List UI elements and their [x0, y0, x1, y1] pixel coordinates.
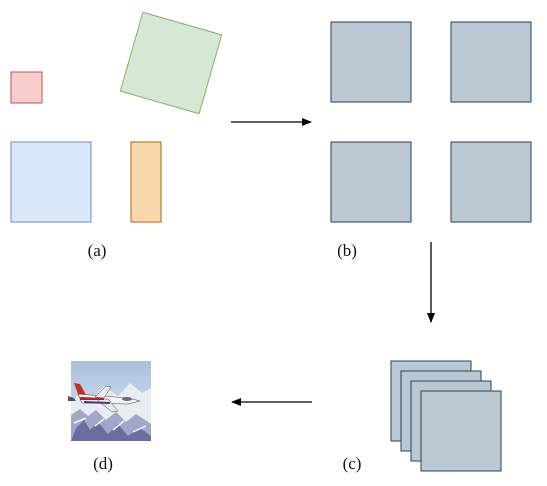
- panel-d-image: [68, 361, 151, 441]
- normalized-square-1: [330, 21, 412, 103]
- panel-a-shapes: [10, 11, 223, 223]
- rotated-green-square: [119, 11, 223, 115]
- stacked-square-4: [420, 390, 502, 472]
- panel-label-a: (a): [88, 241, 107, 260]
- panel-label-c: (c): [343, 454, 362, 473]
- panel-label-b: (b): [337, 241, 357, 260]
- normalized-square-3: [330, 141, 412, 223]
- panel-label-d: (d): [93, 454, 113, 473]
- mountain-dark-ridges: [71, 420, 151, 441]
- panel-b-squares: [330, 21, 532, 223]
- panel-c-stack: [390, 360, 502, 472]
- tall-orange-rectangle: [130, 141, 162, 223]
- normalized-square-2: [450, 21, 532, 103]
- jet-icon: [68, 383, 141, 413]
- snow-streaks: [73, 417, 147, 433]
- normalized-square-4: [450, 141, 532, 223]
- small-red-square: [10, 71, 43, 104]
- large-blue-square: [10, 141, 92, 223]
